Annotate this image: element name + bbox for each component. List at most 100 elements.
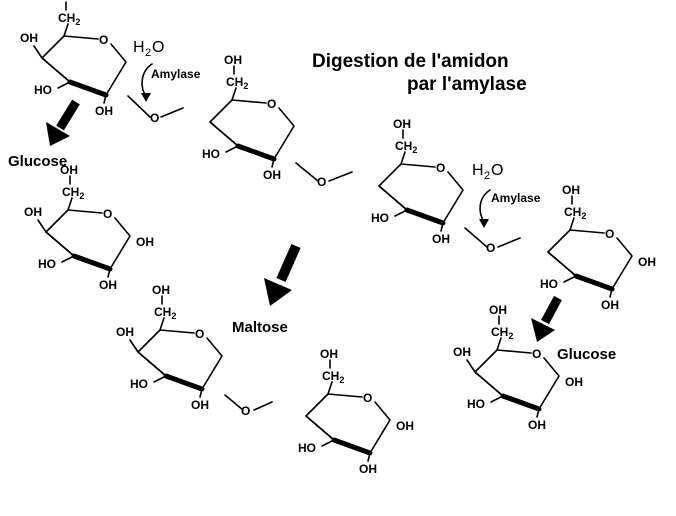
ring-front-edge [331, 437, 373, 456]
bridge-oxygen-3: O [486, 241, 495, 255]
ch2-group: CH2 [395, 139, 417, 155]
ring-oxygen: O [99, 33, 108, 47]
c4-hydroxyl: OH [453, 345, 471, 359]
ch-text: CH [58, 11, 75, 25]
bond-o-ring2 [160, 107, 184, 118]
amylase-label-left: Amylase [151, 67, 201, 81]
ring-bond [400, 151, 406, 165]
bridge-oxygen-2: O [317, 175, 326, 189]
arrow-maltose-shaft [276, 243, 301, 283]
ring-front-edge [573, 273, 615, 292]
ring-oxygen: O [267, 97, 276, 111]
bond-maltose-1-o [224, 394, 244, 411]
ch2-group: CH2 [564, 205, 586, 221]
ring-front-edge [404, 207, 446, 226]
ring-bond [33, 45, 43, 59]
ring-bond [563, 275, 577, 283]
glucose-left-label: Glucose [8, 153, 67, 170]
ring-bond [153, 375, 167, 383]
ring-bond [57, 81, 71, 89]
ch-text: CH [395, 139, 412, 153]
ring-bond [321, 439, 335, 447]
product-arrows [46, 99, 562, 342]
curved-arrow-right-head [479, 219, 489, 228]
ring-oxygen: O [436, 161, 445, 175]
ring-bond [367, 452, 371, 462]
arrow-glucose-left-head [46, 122, 70, 146]
ring-bond [490, 395, 504, 403]
ch2oh-hydroxyl: OH [60, 163, 78, 177]
c2-hydroxyl: OH [528, 418, 546, 432]
ch2oh-hydroxyl: OH [320, 347, 338, 361]
ring-bond [199, 388, 203, 398]
bond-o-ring3 [328, 171, 353, 182]
ch2-group: CH2 [154, 305, 176, 321]
ch2-subscript: 2 [75, 17, 80, 27]
ring-front-edge [163, 373, 205, 392]
c4-hydroxyl: OH [24, 205, 42, 219]
ch2-group: CH2 [491, 325, 513, 341]
ch2-subscript: 2 [581, 211, 586, 221]
water-o-right: O [491, 162, 503, 179]
ch2-subscript: 2 [171, 311, 176, 321]
sugar-rings: OCH2OHOHHOOHOCH2OHHOOHOCH2OHHOOHOCH2OHHO… [20, 0, 656, 476]
ch-text: CH [154, 305, 171, 319]
glycosidic-bonds [127, 95, 521, 411]
ch2-group: CH2 [58, 11, 80, 27]
ch-text: CH [322, 369, 339, 383]
c3-hydroxyl: HO [34, 83, 52, 97]
ch-text: CH [62, 185, 79, 199]
ring-oxygen: O [363, 391, 372, 405]
ch2-subscript: 2 [243, 81, 248, 91]
ch2-subscript: 2 [508, 331, 513, 341]
ring-oxygen: O [532, 347, 541, 361]
ch2-subscript: 2 [412, 145, 417, 155]
c3-hydroxyl: HO [38, 257, 56, 271]
ch2oh-hydroxyl: OH [393, 117, 411, 131]
ring-bond [394, 209, 408, 217]
c3-hydroxyl: HO [467, 397, 485, 411]
ch2oh-hydroxyl: OH [489, 303, 507, 317]
ring-bond [225, 145, 239, 153]
ch2-subscript: 2 [79, 191, 84, 201]
ring-front-edge [71, 253, 113, 272]
water-sub-left: 2 [145, 47, 151, 59]
ch-text: CH [564, 205, 581, 219]
ch-text: CH [226, 75, 243, 89]
ring-bond [159, 317, 165, 331]
ring-bond [107, 268, 111, 278]
c1-hydroxyl: OH [136, 235, 154, 249]
ring-bond [61, 255, 75, 263]
water-h-right: H [472, 162, 484, 179]
arrow-glucose-right-head [531, 318, 555, 342]
c3-hydroxyl: HO [540, 277, 558, 291]
ring-bond [271, 158, 275, 168]
bond-maltose-o-2 [253, 401, 273, 411]
c4-hydroxyl: OH [116, 325, 134, 339]
ring-oxygen: O [195, 327, 204, 341]
ring-bond [496, 337, 502, 351]
c3-hydroxyl: HO [371, 211, 389, 225]
c2-hydroxyl: OH [359, 462, 377, 476]
glucose-right-label: Glucose [557, 346, 616, 363]
curved-arrow-left-head [141, 93, 151, 102]
bond-ring2-o [295, 162, 319, 182]
ring-bond [129, 339, 139, 353]
c1-hydroxyl: OH [396, 419, 414, 433]
ring-front-edge [67, 79, 109, 98]
bridge-oxygen-1: O [150, 111, 159, 125]
c2-hydroxyl: OH [432, 232, 450, 246]
c1-hydroxyl: OH [638, 255, 656, 269]
c2-hydroxyl: OH [99, 278, 117, 292]
ch2oh-hydroxyl: OH [562, 183, 580, 197]
ch2-group: CH2 [322, 369, 344, 385]
ch2-group: CH2 [62, 185, 84, 201]
ring-bond [63, 23, 69, 37]
arrow-glucose-left-shaft [56, 99, 80, 131]
